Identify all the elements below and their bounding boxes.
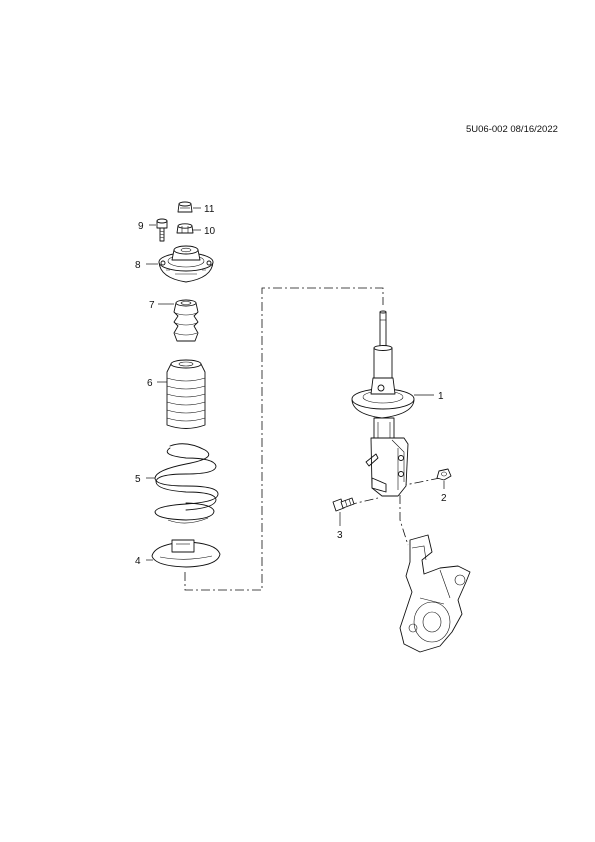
part-3-bolt[interactable] [332, 497, 355, 512]
part-9-bolt[interactable] [156, 218, 168, 242]
drawing-reference-code: 5U06-002 08/16/2022 [466, 124, 558, 135]
callout-3: 3 [337, 530, 343, 541]
callout-10: 10 [204, 226, 216, 237]
callout-6: 6 [147, 378, 153, 389]
part-6-dust-boot[interactable] [166, 359, 206, 429]
callout-2: 2 [441, 493, 447, 504]
part-8-upper-mount[interactable] [158, 245, 214, 283]
callout-9: 9 [138, 221, 144, 232]
nut-alignment-line [404, 477, 441, 486]
knuckle-alignment-line [399, 495, 409, 546]
part-2-nut[interactable] [436, 468, 452, 481]
callout-4: 4 [135, 556, 141, 567]
callout-1: 1 [438, 391, 444, 402]
callout-7: 7 [149, 300, 155, 311]
callout-11: 11 [204, 204, 215, 215]
part-5-coil-spring[interactable] [154, 443, 219, 524]
part-10-nut[interactable] [176, 223, 194, 234]
assembly-alignment-line [184, 287, 384, 591]
callout-5: 5 [135, 474, 141, 485]
part-1-strut-assembly[interactable] [351, 310, 415, 497]
part-4-lower-insulator[interactable] [151, 539, 221, 568]
part-7-jounce-bumper[interactable] [173, 299, 199, 342]
steering-knuckle [399, 534, 471, 653]
part-11-cap[interactable] [177, 201, 193, 213]
callout-8: 8 [135, 260, 141, 271]
